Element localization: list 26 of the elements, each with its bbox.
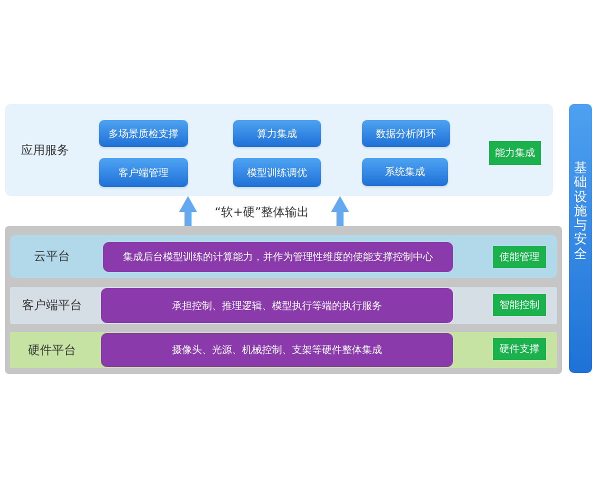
service-box: 数据分析闭环 [362,120,450,147]
service-panel [5,104,553,196]
layer-label: 硬件平台 [27,342,77,358]
description-bar: 摄像头、光源、机械控制、支架等硬件整体集成 [101,333,453,367]
capability-tag: 使能管理 [493,246,546,268]
service-box: 模型训练调优 [233,158,321,187]
layer-label: 云平台 [33,248,71,265]
up-arrow [331,196,349,226]
layer-band [10,332,557,368]
service-box: 算力集成 [233,120,321,147]
layer-band [10,235,557,278]
layer-band [10,287,557,324]
capability-tag: 能力集成 [489,141,541,165]
layer-label: 客户端平台 [21,297,83,314]
vertical-bar: 基础设施与安全 [569,104,592,373]
platform-panel [5,226,562,374]
up-arrow [179,196,197,226]
capability-tag: 智能控制 [493,294,546,316]
output-label: “软+硬”整体输出 [214,204,310,221]
service-box: 客户端管理 [99,158,188,187]
description-bar: 承担控制、推理逻辑、模型执行等端的执行服务 [101,288,453,323]
capability-tag: 硬件支撑 [493,338,546,360]
service-box: 系统集成 [362,158,448,186]
service-box: 多场景质检支撑 [99,120,188,147]
description-bar: 集成后台模型训练的计算能力，并作为管理性维度的使能支撑控制中心 [103,242,453,272]
panel-heading: 应用服务 [20,142,70,158]
